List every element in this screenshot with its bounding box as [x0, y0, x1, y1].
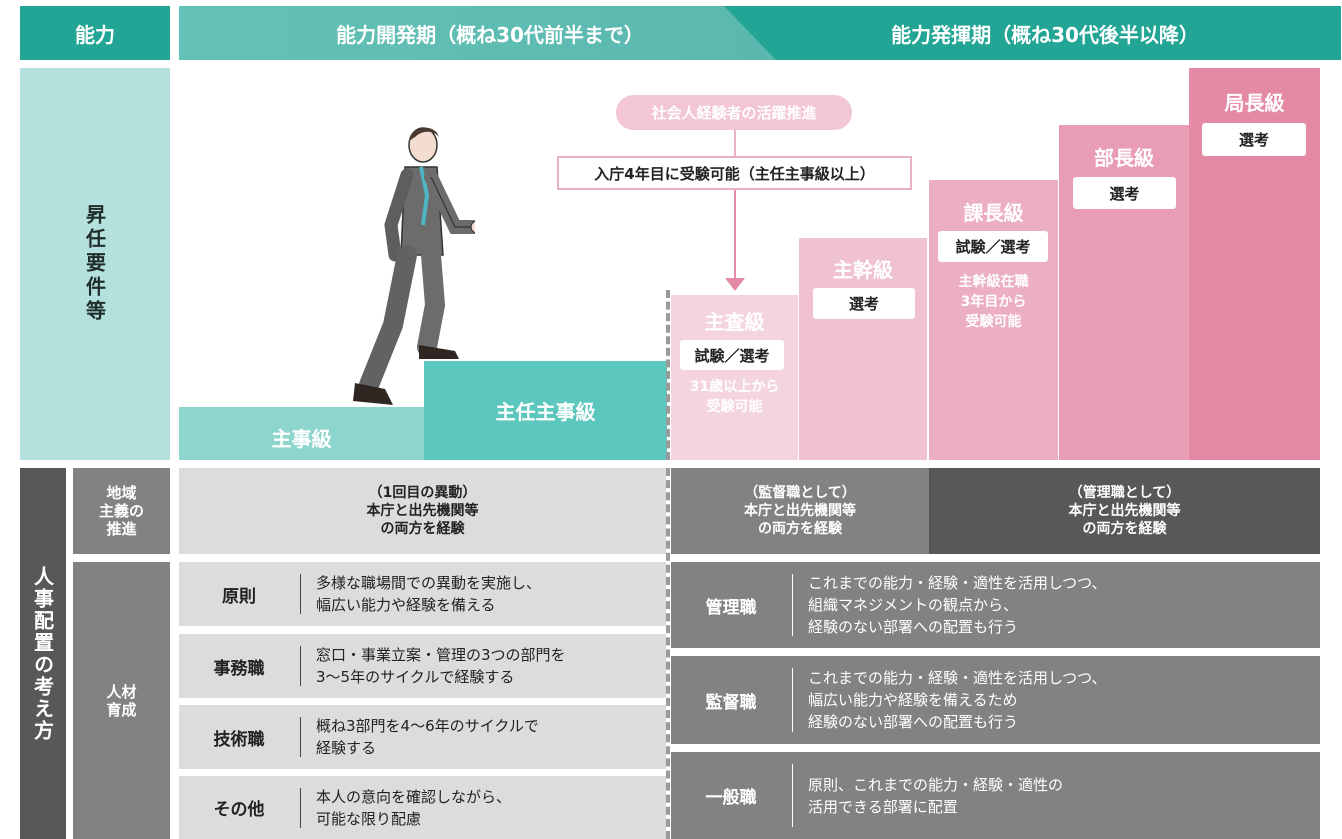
regional-supervisory: （監督職として） 本庁と出先機関等 の両方を経験 [671, 468, 929, 554]
kacho-method-badge: 試験／選考 [938, 231, 1048, 262]
exert-row-divider [792, 574, 793, 636]
recruit-bubble: 社会人経験者の活躍推進 [616, 95, 852, 130]
dev-row-title: その他 [213, 800, 265, 820]
dev-row [179, 634, 666, 698]
shukan-title: 主幹級 [833, 257, 893, 282]
exert-row [671, 562, 1320, 648]
kacho-note: 主幹級在職 3年目から 受験可能 [958, 274, 1029, 330]
step-shuji [179, 407, 424, 460]
talent-label: 人材 育成 [73, 562, 170, 839]
step-shuji-label: 主事級 [271, 426, 332, 451]
shusa-title: 主査級 [704, 309, 765, 334]
step-bucho [1059, 125, 1189, 460]
exert-row-title: 一般職 [705, 788, 757, 808]
step-shunin [424, 361, 667, 460]
shusa-method-badge: 試験／選考 [680, 340, 784, 370]
recruit-connector [734, 130, 736, 157]
kyokucho-method-badge: 選考 [1202, 123, 1306, 156]
step-shunin-label: 主任主事級 [495, 400, 596, 424]
placement-label: 人事配置の考え方 [30, 565, 55, 742]
dev-row-title: 原則 [222, 586, 256, 607]
ability-header: 能力 [20, 6, 170, 60]
bucho-method-badge: 選考 [1073, 177, 1176, 209]
exertion-period-header: 能力発揮期（概ね30代後半以降） [891, 22, 1199, 47]
development-period-header: 能力開発期（概ね30代前半まで） [336, 22, 644, 47]
exert-row-title: 監督職 [705, 692, 757, 713]
promotion-label: 昇任要件等 [82, 204, 107, 324]
dev-row [179, 776, 666, 839]
exert-row-desc: これまでの能力・経験・適性を活用しつつ、 組織マネジメントの観点から、 経験のな… [808, 574, 1107, 636]
promotion-label-cell: 昇任要件等 [20, 68, 170, 460]
period-arrow-banner [179, 6, 1341, 60]
regional-development: （1回目の異動） 本庁と出先機関等 の両方を経験 [179, 468, 666, 554]
placement-label-cell: 人事配置の考え方 [20, 468, 66, 839]
dev-row-divider [300, 788, 301, 828]
bucho-title: 部長級 [1094, 145, 1154, 170]
exert-row-divider [792, 764, 793, 827]
step-shukan [799, 238, 927, 460]
dev-row [179, 562, 666, 626]
dev-row-desc: 窓口・事業立案・管理の3つの部門を 3〜5年のサイクルで経験する [316, 646, 566, 686]
exam-arrow-head [725, 278, 745, 291]
shusa-note: 31歳以上から 受験可能 [689, 379, 780, 415]
exam-arrow-line [734, 190, 736, 282]
step-shusa [671, 295, 798, 460]
businessman-illustration [353, 127, 475, 405]
dev-row-desc: 多様な職場間での異動を実施し、 幅広い能力や経験を備える [316, 574, 542, 614]
period-divider-top [666, 290, 670, 460]
dev-row-desc: 概ね3部門を4〜6年のサイクルで 経験する [316, 717, 539, 757]
exert-row [671, 656, 1320, 744]
exert-row-divider [792, 668, 793, 732]
period-divider-bottom [666, 468, 670, 839]
exert-row-desc: これまでの能力・経験・適性を活用しつつ、 幅広い能力や経験を備えるため 経験のな… [808, 669, 1107, 731]
exert-row-title: 管理職 [705, 597, 757, 618]
dev-row-title: 事務職 [213, 658, 265, 679]
exam-notice-box: 入庁4年目に受験可能（主任主事級以上） [557, 156, 912, 190]
dev-row-title: 技術職 [213, 729, 265, 750]
exert-row-desc: 原則、これまでの能力・経験・適性の 活用できる部署に配置 [808, 775, 1064, 816]
step-kacho [929, 180, 1058, 460]
kyokucho-title: 局長級 [1224, 90, 1285, 115]
kacho-title: 課長級 [963, 200, 1024, 225]
dev-row [179, 705, 666, 769]
dev-row-divider [300, 646, 301, 686]
regional-managerial: （管理職として） 本庁と出先機関等 の両方を経験 [929, 468, 1320, 554]
dev-row-desc: 本人の意向を確認しながら、 可能な限り配慮 [316, 787, 512, 828]
regional-label: 地域 主義の 推進 [73, 468, 170, 554]
dev-row-divider [300, 574, 301, 614]
shukan-method-badge: 選考 [813, 288, 915, 319]
exert-row [671, 752, 1320, 839]
dev-row-divider [300, 717, 301, 757]
